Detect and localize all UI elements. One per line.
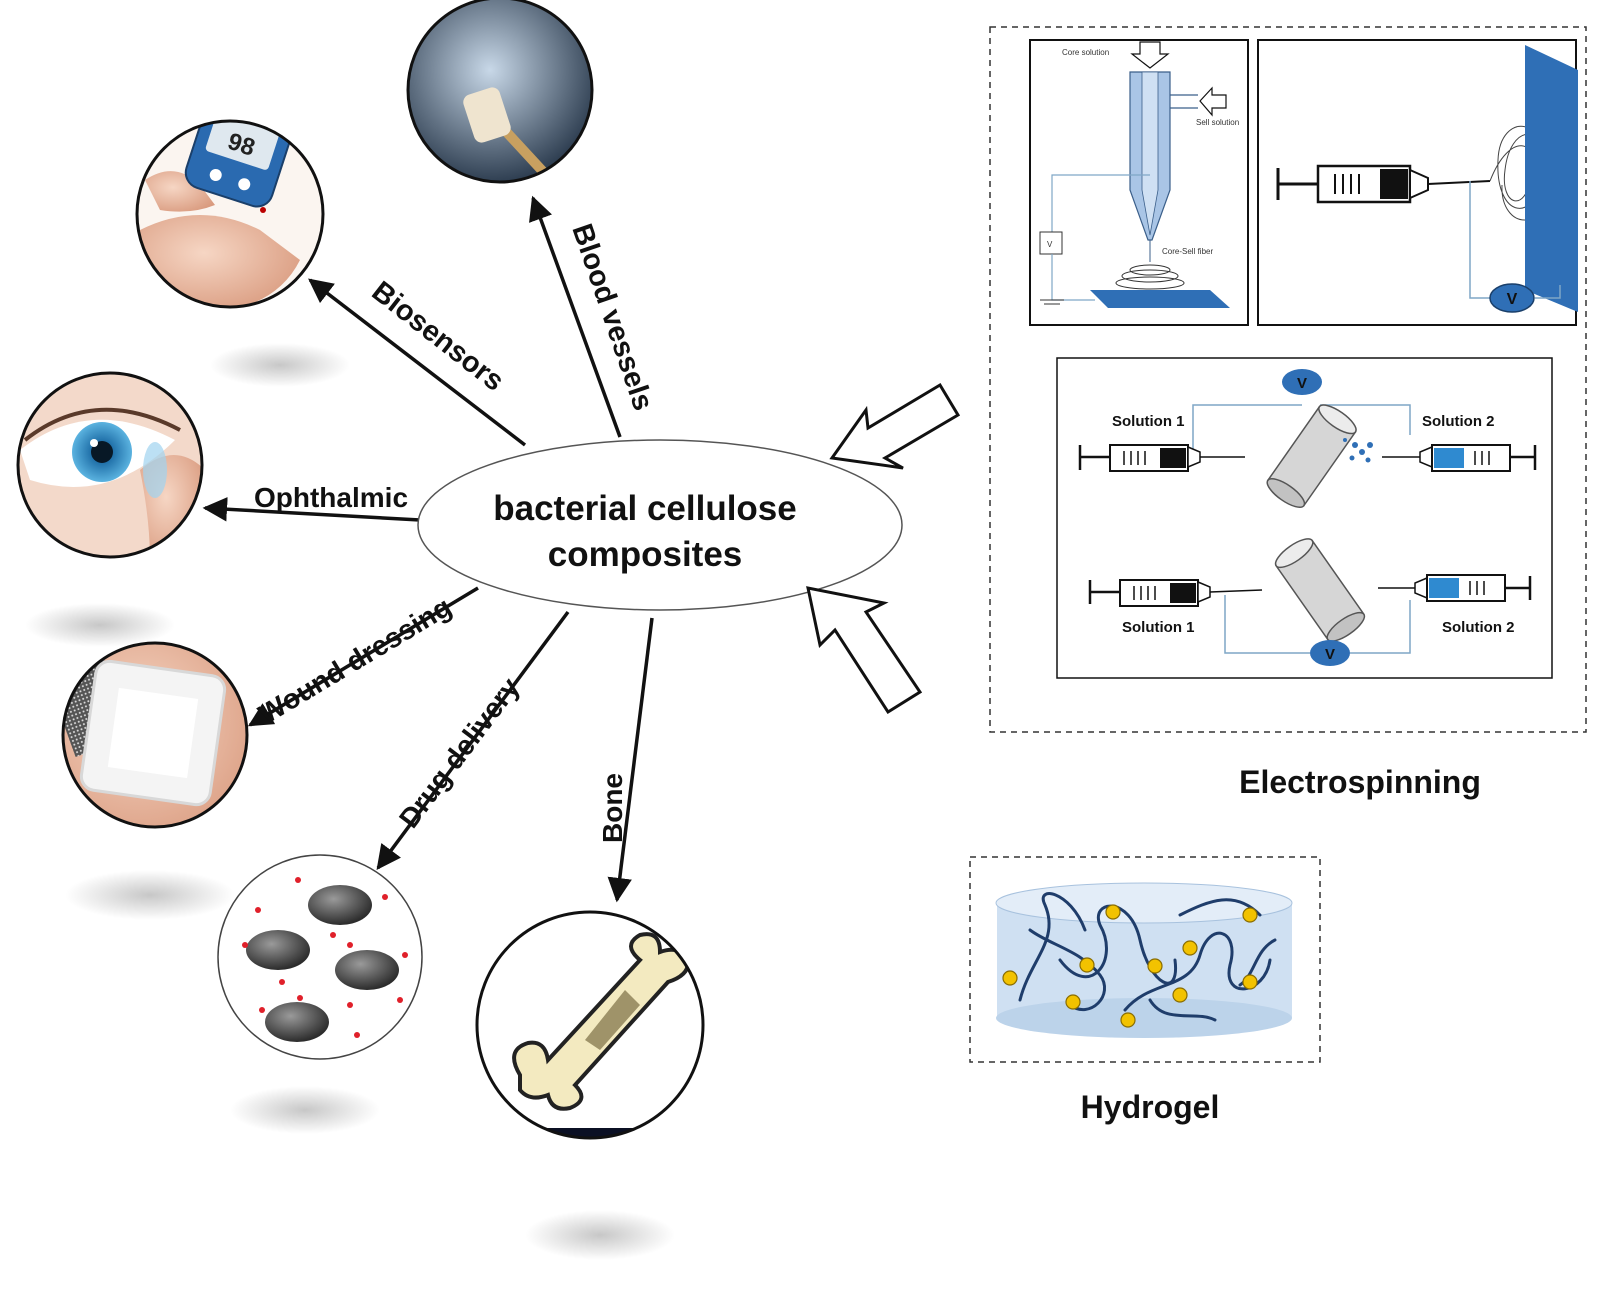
- label-wound-dressing: Wound dressing: [253, 591, 457, 730]
- bottom-voltage-label: V: [1325, 646, 1335, 663]
- core-solution-label: Core solution: [1062, 48, 1109, 57]
- contact-lens-icon: [143, 442, 167, 498]
- arrow-drug-delivery: [376, 610, 570, 870]
- syringe-left-black-icon: [1078, 444, 1245, 472]
- arrow-blood-vessels: [529, 195, 622, 438]
- center-title-line1: bacterial cellulose: [493, 489, 796, 528]
- bone-image: [475, 910, 705, 1140]
- shell-feed-arrow-icon: [1199, 86, 1227, 117]
- label-drug-delivery: Drug delivery: [393, 672, 526, 834]
- bottom-solution1-label: Solution 1: [1122, 619, 1195, 636]
- hydrogel-particle-icon: [1105, 904, 1121, 920]
- hydrogel-panel: [969, 856, 1321, 1063]
- hydrogel-title: Hydrogel: [1081, 1089, 1220, 1125]
- syringe-left-black-bottom-icon: [1088, 579, 1263, 607]
- blood-vessel-image: [406, 0, 594, 184]
- label-bone: Bone: [597, 773, 628, 843]
- nanoparticle-icon: [308, 885, 372, 925]
- application-arrows: [202, 195, 654, 903]
- coaxial-setup: Core solution Sell solution Core-Sell fi…: [1029, 39, 1249, 326]
- process-arrows: [806, 382, 961, 715]
- collector-drum-top: [1266, 404, 1357, 508]
- arrow-from-hydrogel: [806, 586, 923, 715]
- label-ophthalmic: Ophthalmic: [254, 482, 408, 513]
- syringe-right-blue-bottom-icon: [1378, 574, 1532, 602]
- shell-solution-label: Sell solution: [1196, 118, 1239, 127]
- biosensor-image: 98: [135, 119, 325, 309]
- top-solution1-label: Solution 1: [1112, 413, 1185, 430]
- drug-delivery-image: [217, 854, 423, 1060]
- syringe-right-blue-icon: [1382, 444, 1537, 472]
- single-voltage-label: V: [1507, 291, 1518, 308]
- arrow-from-electrospinning: [829, 382, 961, 470]
- arrow-biosensors: [308, 278, 527, 447]
- electrospinning-title: Electrospinning: [1239, 764, 1481, 800]
- center-node: bacterial cellulose composites: [417, 439, 903, 611]
- dual-needle-setup: V Solution 1 Solution 2: [1056, 357, 1553, 679]
- top-solution2-label: Solution 2: [1422, 413, 1495, 430]
- label-blood-vessels: Blood vessels: [565, 220, 659, 415]
- fiber-label: Core-Sell fiber: [1162, 247, 1213, 256]
- arrow-bone: [607, 617, 654, 903]
- nanoparticles: [1002, 904, 1258, 1028]
- collector-drum-bottom: [1274, 538, 1366, 642]
- vessel-graft-icon: [463, 87, 511, 143]
- bottom-solution2-label: Solution 2: [1442, 619, 1515, 636]
- coaxial-voltage-label: V: [1047, 240, 1053, 249]
- collector-plate: [1090, 290, 1230, 308]
- top-voltage-label: V: [1297, 375, 1307, 392]
- arrow-ophthalmic: [202, 496, 421, 522]
- ophthalmic-image: [16, 371, 204, 559]
- syringe-icon: [1276, 164, 1491, 204]
- wound-dressing-image: [61, 641, 249, 829]
- collector-plate-blue: [1525, 45, 1578, 312]
- center-title-line2: composites: [548, 535, 743, 574]
- single-needle-setup: V: [1257, 39, 1578, 326]
- electrospinning-panel: Core solution Sell solution Core-Sell fi…: [989, 26, 1587, 733]
- core-feed-arrow-icon: [1130, 41, 1170, 69]
- arrow-wound-dressing: [247, 586, 479, 727]
- drop-shadows: [25, 343, 675, 1260]
